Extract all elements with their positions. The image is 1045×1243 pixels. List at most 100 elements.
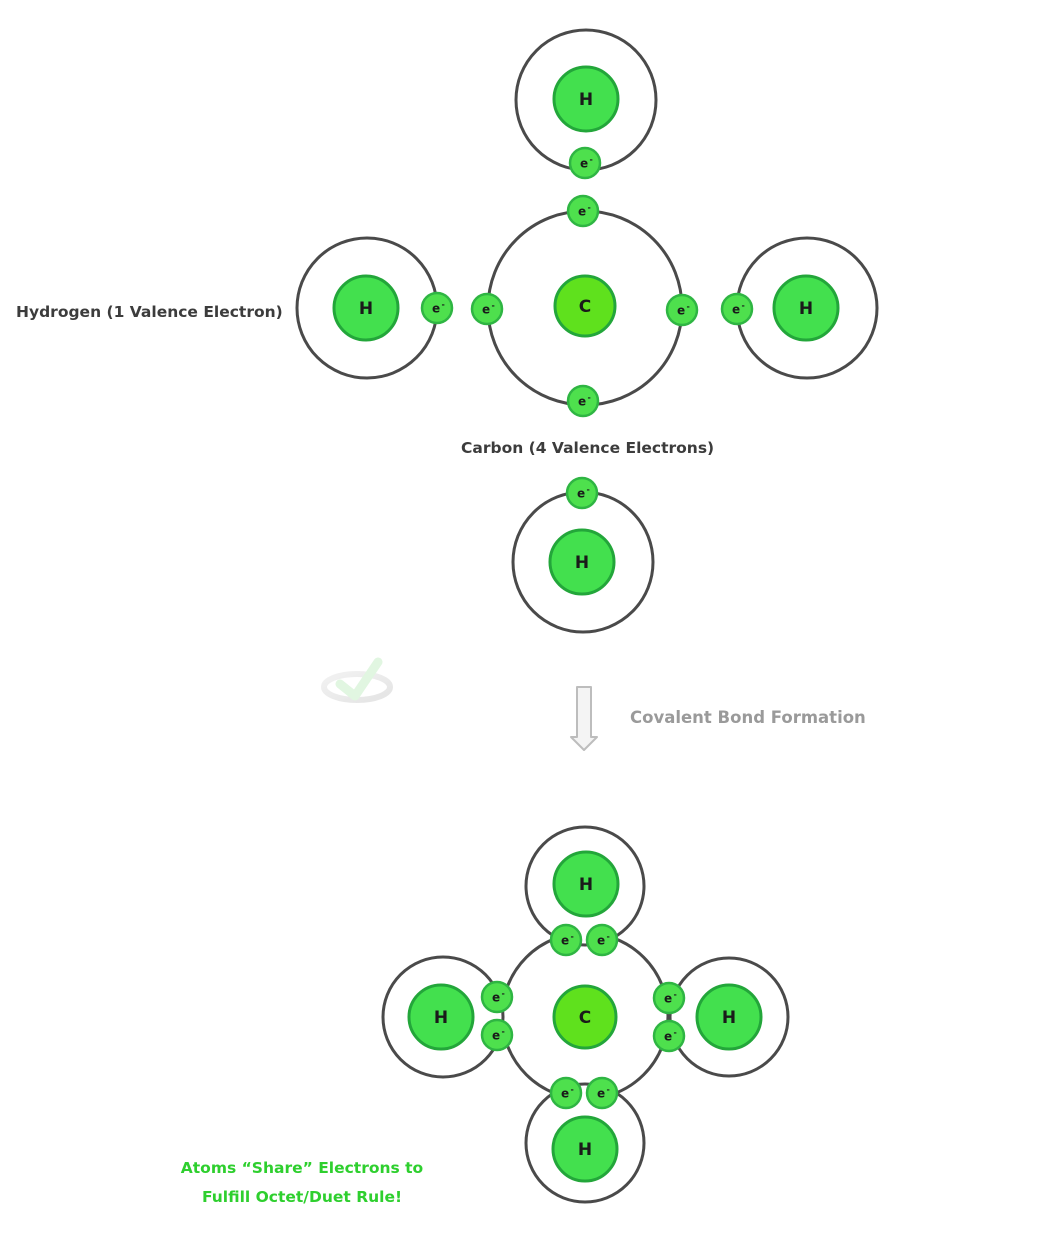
shared-electron: e- [549, 923, 583, 957]
watermark-logo [321, 657, 393, 703]
shared-electron: e- [585, 1076, 619, 1110]
electron-body [665, 293, 699, 327]
before-bonding: H e- C e- e- e- e- H e- H e- [295, 28, 879, 634]
electron-body [566, 384, 600, 418]
hydrogen-nucleus [551, 1115, 619, 1183]
electron: e- [565, 476, 599, 510]
hydrogen-nucleus [407, 983, 475, 1051]
result-caption-line-2: Fulfill Octet/Duet Rule! [201, 1188, 403, 1206]
electron-symbol: e [578, 205, 586, 219]
carbon-label: Carbon (4 Valence Electrons) [461, 439, 715, 457]
electron-charge: - [687, 302, 690, 311]
electron-charge: - [588, 393, 591, 402]
hydrogen-symbol: H [579, 875, 593, 895]
electron-charge: - [502, 989, 505, 998]
electron-symbol: e [597, 934, 605, 948]
electron-charge: - [590, 155, 593, 164]
shared-electron: e- [652, 1019, 686, 1053]
electron-body [480, 980, 514, 1014]
electron-body [566, 194, 600, 228]
electron-symbol: e [577, 487, 585, 501]
down-arrow-icon [570, 686, 598, 751]
carbon-nucleus [553, 274, 617, 338]
hydrogen-nucleus [332, 274, 400, 342]
electron-charge: - [571, 932, 574, 941]
hydrogen-atom-left: H e- [295, 236, 454, 380]
carbon-symbol: C [579, 1008, 591, 1028]
electron-symbol: e [432, 302, 440, 316]
electron-symbol: e [597, 1087, 605, 1101]
electron-body [549, 1076, 583, 1110]
electron-body [549, 923, 583, 957]
hydrogen-symbol: H [575, 553, 589, 573]
result-caption-line-1: Atoms “Share” Electrons to [180, 1159, 424, 1177]
electron-symbol: e [664, 1030, 672, 1044]
electron: e- [720, 292, 754, 326]
electron-charge: - [587, 485, 590, 494]
electron: e- [566, 384, 600, 418]
carbon-atom: C e- e- e- e- [470, 194, 699, 418]
electron-charge: - [674, 1028, 677, 1037]
electron-charge: - [674, 990, 677, 999]
electron-body [652, 1019, 686, 1053]
electron-body [652, 981, 686, 1015]
shared-electron: e- [585, 923, 619, 957]
electron: e- [420, 291, 454, 325]
electron-symbol: e [492, 1029, 500, 1043]
hydrogen-symbol: H [578, 1140, 592, 1160]
electron-charge: - [607, 932, 610, 941]
carbon-nucleus [552, 984, 618, 1050]
hydrogen-label: Hydrogen (1 Valence Electron) [16, 303, 283, 321]
hydrogen-symbol: H [799, 299, 813, 319]
result-caption: Atoms “Share” Electrons to Fulfill Octet… [166, 1154, 438, 1212]
shared-electron: e- [480, 1018, 514, 1052]
electron-symbol: e [561, 1087, 569, 1101]
hydrogen-nucleus [552, 850, 620, 918]
process-label: Covalent Bond Formation [630, 708, 866, 727]
electron-charge: - [571, 1085, 574, 1094]
electron: e- [470, 292, 504, 326]
hydrogen-nucleus [772, 274, 840, 342]
hydrogen-nucleus [695, 983, 763, 1051]
hydrogen-atom-bottom: H e- [511, 476, 655, 634]
electron-charge: - [588, 203, 591, 212]
electron-charge: - [492, 301, 495, 310]
carbon-symbol: C [579, 297, 591, 317]
electron-symbol: e [482, 303, 490, 317]
electron-symbol: e [677, 304, 685, 318]
electron-body [585, 923, 619, 957]
electron: e- [665, 293, 699, 327]
shared-electron: e- [652, 981, 686, 1015]
hydrogen-atom-right: H e- [720, 236, 879, 380]
hydrogen-symbol: H [722, 1008, 736, 1028]
electron-body [420, 291, 454, 325]
electron: e- [568, 146, 602, 180]
electron: e- [566, 194, 600, 228]
after-bonding-methane: C H H H H e- e- e- e- e- e- e- e- [381, 825, 790, 1204]
electron-body [568, 146, 602, 180]
hydrogen-nucleus [552, 65, 620, 133]
electron-symbol: e [580, 157, 588, 171]
electron-symbol: e [578, 395, 586, 409]
electron-charge: - [607, 1085, 610, 1094]
hydrogen-symbol: H [434, 1008, 448, 1028]
electron-body [470, 292, 504, 326]
electron-body [565, 476, 599, 510]
electron-symbol: e [492, 991, 500, 1005]
electron-symbol: e [732, 303, 740, 317]
shared-electron: e- [480, 980, 514, 1014]
electron-charge: - [442, 300, 445, 309]
electron-body [480, 1018, 514, 1052]
electron-charge: - [742, 301, 745, 310]
hydrogen-symbol: H [359, 299, 373, 319]
hydrogen-symbol: H [579, 90, 593, 110]
electron-symbol: e [664, 992, 672, 1006]
electron-charge: - [502, 1027, 505, 1036]
shared-electron: e- [549, 1076, 583, 1110]
electron-body [720, 292, 754, 326]
electron-body [585, 1076, 619, 1110]
electron-symbol: e [561, 934, 569, 948]
hydrogen-nucleus [548, 528, 616, 596]
hydrogen-atom-top: H e- [514, 28, 658, 180]
